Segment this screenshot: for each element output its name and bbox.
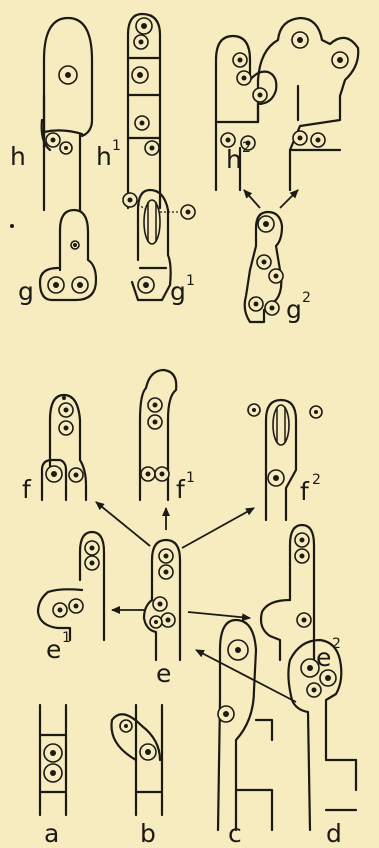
stage-e1 [36, 530, 106, 642]
stage-d [287, 638, 358, 832]
label-d: d [326, 819, 342, 848]
label-h: h [10, 142, 26, 171]
label-h1-sup: 1 [112, 138, 121, 154]
label-g: g [18, 277, 34, 306]
label-h2: h [226, 145, 242, 174]
label-f1-sup: 1 [186, 470, 195, 486]
label-f1: f [176, 475, 186, 504]
label-f2-sup: 2 [312, 472, 321, 488]
label-e2: e [316, 643, 331, 672]
label-a: a [44, 819, 59, 848]
label-g2: g [286, 295, 302, 324]
stage-f [40, 393, 88, 502]
stage-f1 [138, 368, 178, 502]
stage-h2 [214, 16, 360, 192]
label-e1-sup: 1 [62, 630, 71, 646]
label-h2-sup: 2 [242, 140, 251, 156]
stage-e2 [259, 523, 316, 662]
label-e2-sup: 2 [332, 636, 341, 652]
label-c: c [228, 819, 242, 848]
label-g1: g [170, 277, 186, 306]
stage-h1 [126, 12, 162, 210]
arrows-from-e [95, 501, 297, 703]
stage-f2 [247, 398, 323, 522]
stage-h [40, 16, 94, 212]
label-e: e [156, 659, 171, 688]
stage-e [142, 538, 182, 662]
stage-b [110, 703, 164, 817]
label-g2-sup: 2 [302, 290, 311, 306]
label-b: b [140, 819, 156, 848]
stage-g2 [243, 189, 299, 324]
stage-a [38, 703, 68, 817]
label-g1-sup: 1 [186, 273, 195, 289]
label-f: f [22, 475, 32, 504]
stage-c [216, 618, 274, 832]
label-h1: h [96, 142, 112, 171]
label-e1: e [46, 635, 61, 664]
stage-g [38, 208, 98, 302]
label-f2: f [300, 477, 310, 506]
stage-g1 [122, 188, 196, 302]
